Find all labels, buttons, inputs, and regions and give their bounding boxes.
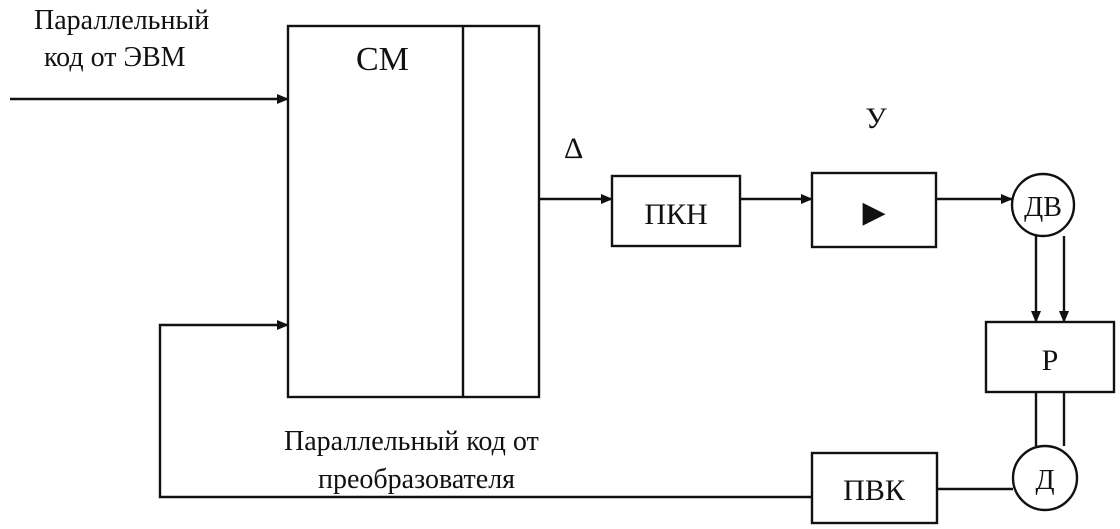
amp-triangle-icon: ▶ (862, 196, 885, 229)
input-label-line1: Параллельный (34, 5, 209, 36)
pkn-block (610, 174, 742, 248)
delta-label: Δ (564, 132, 583, 165)
pvk-label: ПВК (843, 474, 906, 507)
feedback-arrow (158, 320, 812, 499)
motor-circle (1010, 172, 1076, 238)
amp-block (810, 171, 938, 249)
feedback-label-line2: преобразователя (318, 464, 515, 495)
amp-label: У (865, 102, 887, 135)
motor-label: ДВ (1024, 192, 1062, 223)
sm-block (286, 24, 541, 399)
input-label-line2: код от ЭВМ (44, 42, 186, 73)
sensor-label: Д (1035, 465, 1054, 496)
sensor-circle (1011, 444, 1079, 512)
pvk-block (810, 451, 939, 525)
sm-block-label: СМ (356, 41, 409, 78)
pkn-block-label: ПКН (644, 198, 707, 231)
feedback-label-line1: Параллельный код от (284, 426, 539, 457)
reducer-block (984, 320, 1116, 394)
reducer-label: Р (1042, 344, 1059, 377)
